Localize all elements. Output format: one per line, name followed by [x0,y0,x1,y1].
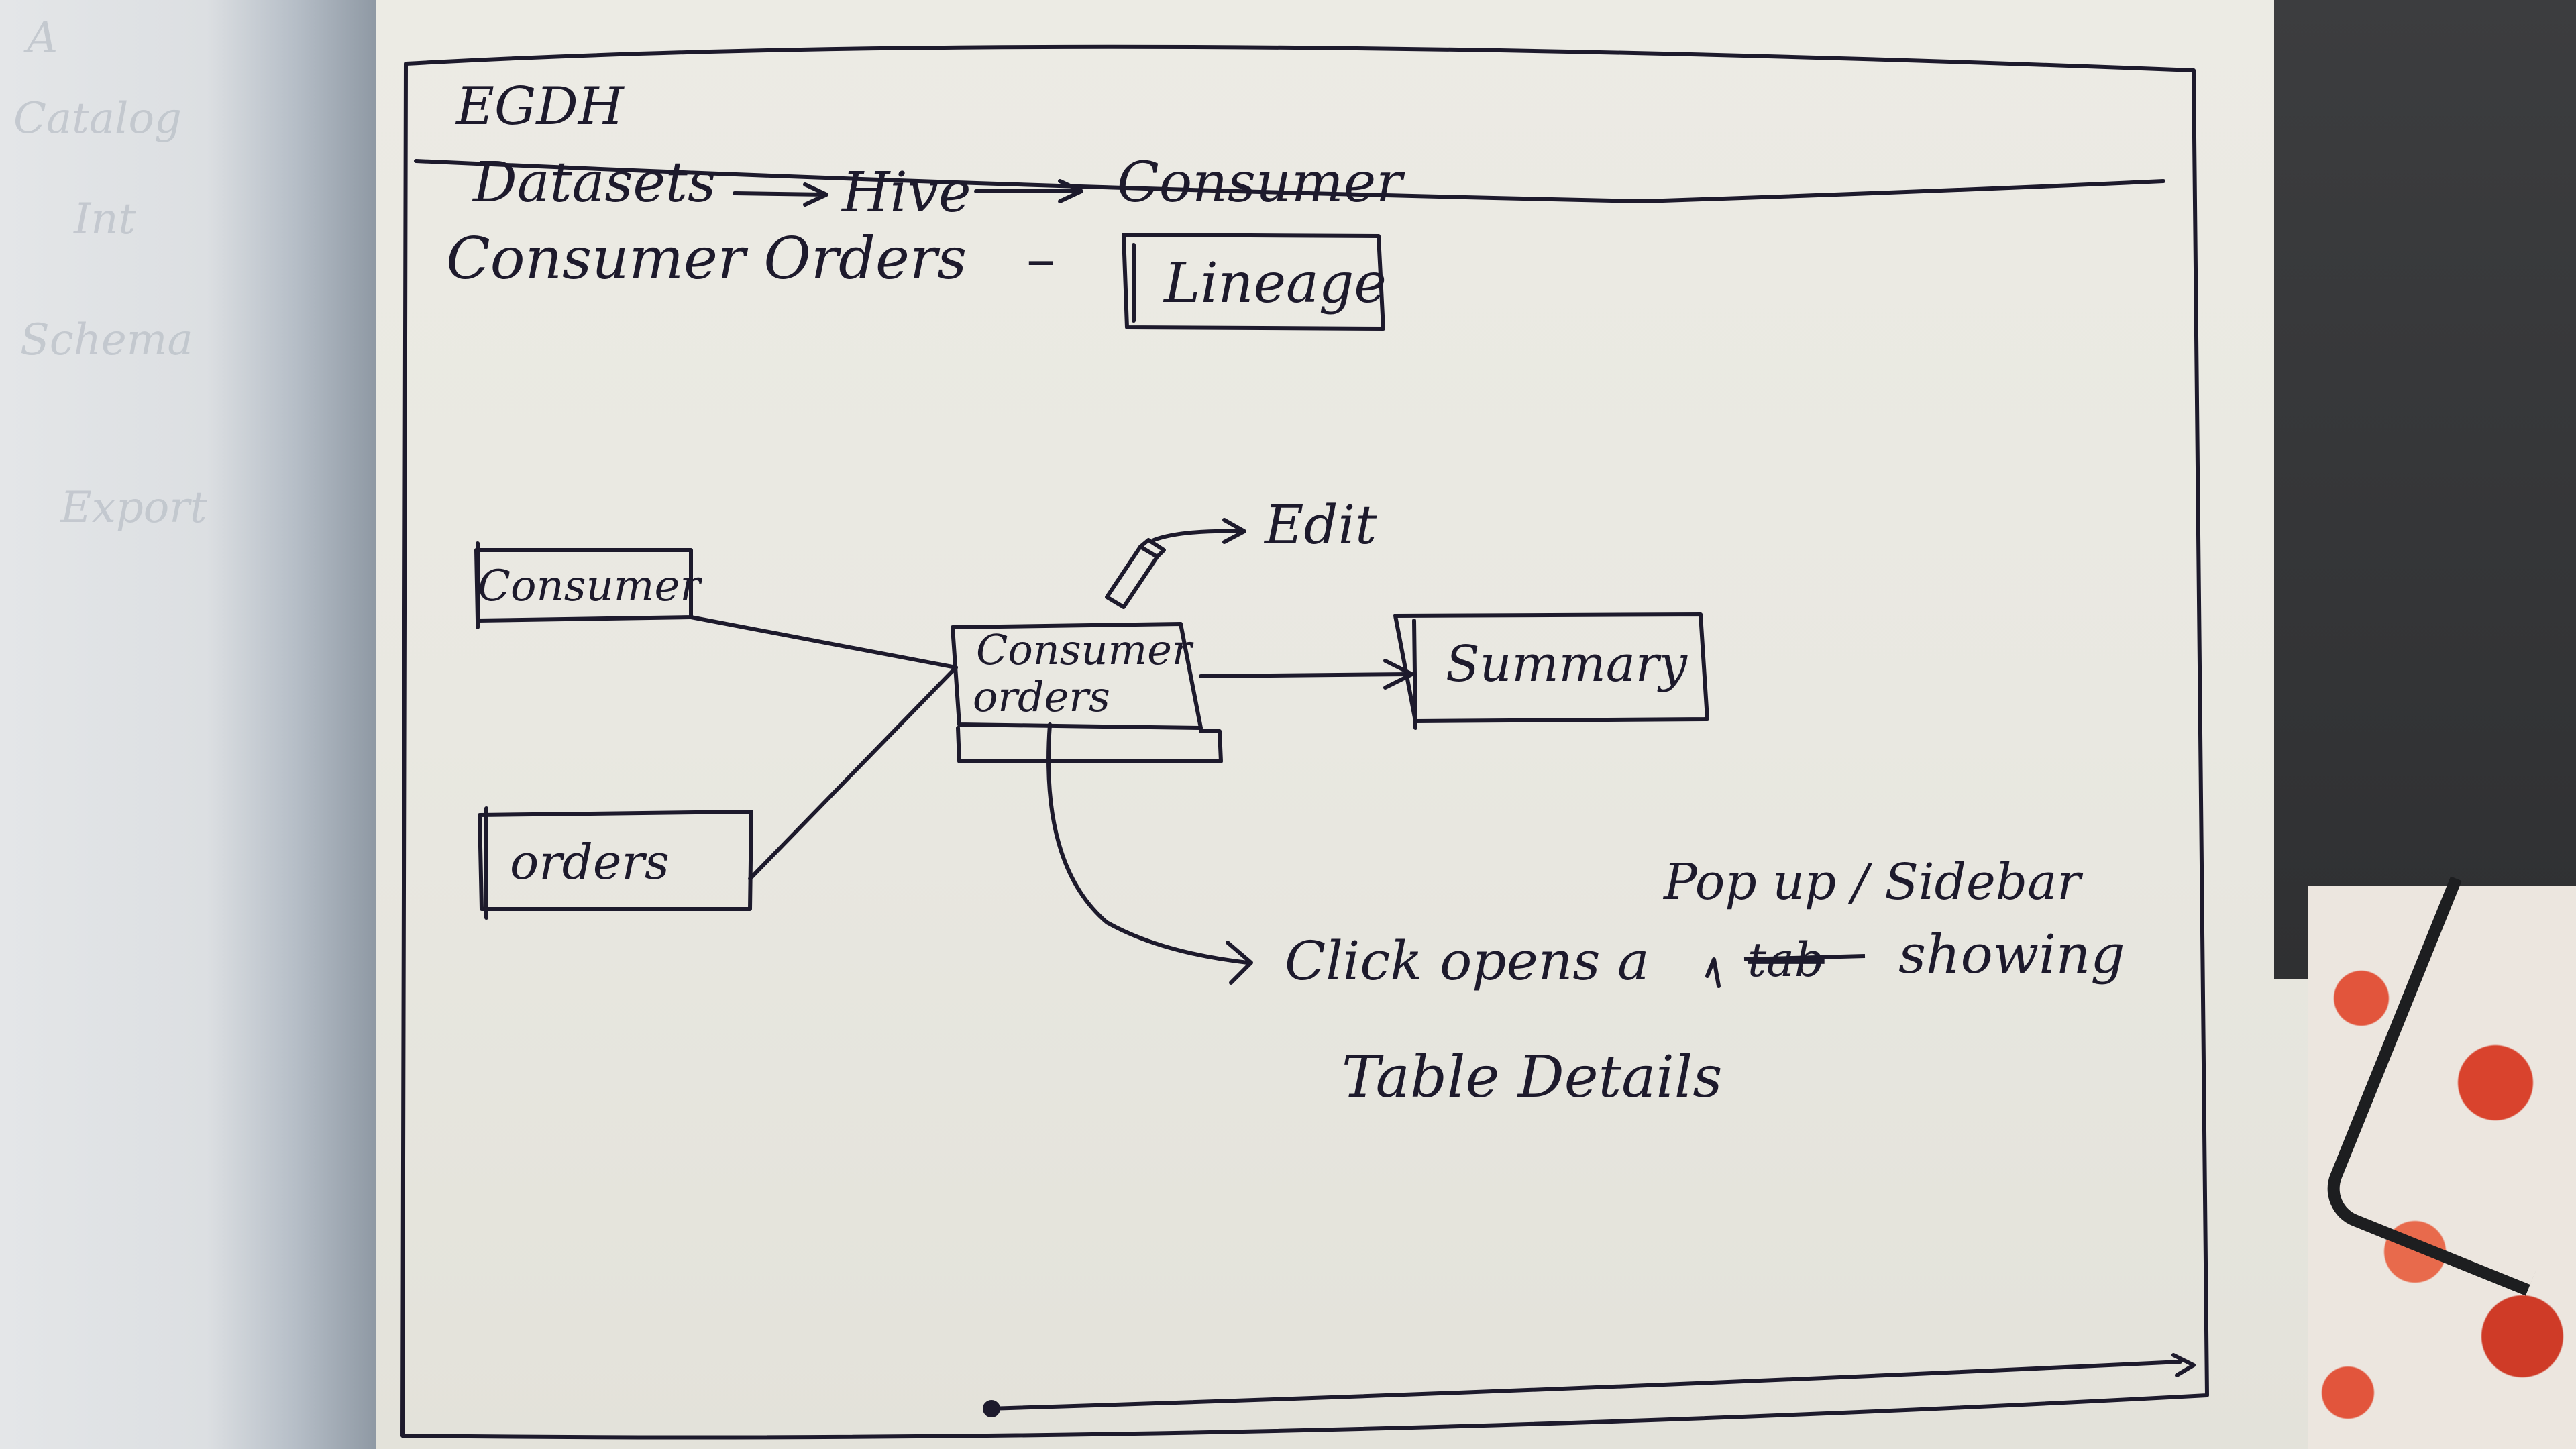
consumer-node-label: Consumer [478,561,702,611]
summary-node-box [1393,612,1709,723]
lineage-box-outline [1122,233,1385,331]
annotation-table-details: Table Details [1342,1044,1723,1111]
desk-surface [2274,0,2576,979]
notebook-left-page: A Catalog Int Schema Export [0,0,376,1449]
edit-label: Edit [1263,494,1377,556]
click-annotation-arrow [1046,722,1250,965]
orders-node-box [478,810,753,911]
breadcrumb-arrow-1 [733,191,827,197]
edge-consumer-orders-to-summary [1199,672,1411,678]
breadcrumb-item-hive: Hive [841,161,971,225]
summary-node-label: Summary [1446,635,1688,693]
page-title: Consumer Orders [446,225,967,292]
edge-orders-to-consumer-orders [748,665,958,881]
consumer-orders-node-box [951,622,1203,730]
title-separator: – [1026,225,1055,292]
sketch-paper [376,0,2334,1449]
annotation-showing: showing [1898,923,2125,985]
edit-arrow [1152,529,1243,542]
consumer-orders-node-label-2: orders [973,672,1110,721]
frame-border [400,44,2209,1440]
consumer-orders-node-label-1: Consumer [976,625,1194,674]
pencil-icon [1105,545,1159,609]
app-title: EGDH [455,76,625,137]
popup-sidebar-label: Pop up / Sidebar [1662,853,2084,911]
header-divider [414,159,2165,203]
breadcrumb-item-datasets: Datasets [472,151,716,215]
orders-node-label: orders [510,834,669,890]
bottom-scroll-line [984,1360,2182,1411]
annotation-click-opens: Click opens a [1285,930,1650,992]
lineage-tab-label: Lineage [1163,252,1387,315]
breadcrumb-item-consumer: Consumer [1117,151,1405,215]
floral-fabric [2308,885,2576,1449]
edge-consumer-to-consumer-orders [689,615,958,669]
